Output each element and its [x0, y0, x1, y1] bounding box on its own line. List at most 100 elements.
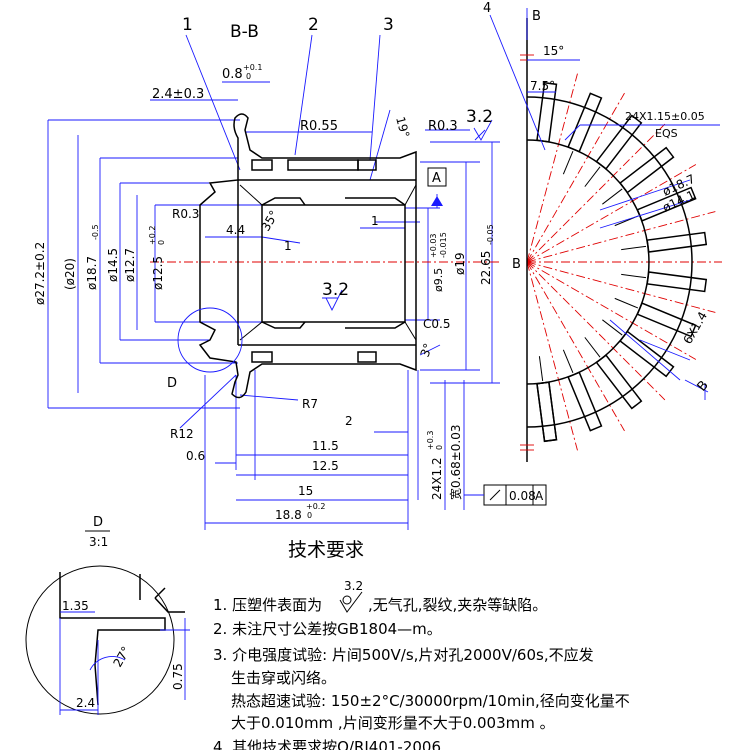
- detail-circle: [25, 565, 175, 715]
- detail-d-callout-circle: [177, 307, 243, 373]
- dim-d125-tol: +0.2: [148, 226, 157, 245]
- balloon-2: 2: [308, 15, 319, 35]
- rotor-eqs-1: 24X1.15±0.05: [625, 110, 705, 123]
- rotor-slot-line: [538, 356, 544, 382]
- dim-angle-3: 3°: [418, 341, 436, 359]
- rotor-slot-line: [602, 188, 623, 205]
- dim-d187-tol: -0.5: [91, 224, 100, 240]
- dim-one-a: 1: [284, 239, 292, 253]
- dim-d19: ø19: [453, 252, 467, 275]
- rough-value-top: 3.2: [466, 107, 493, 127]
- dim-18p8: 18.8: [275, 508, 302, 522]
- dim-2: 2: [345, 414, 353, 428]
- note-line-3b: 生击穿或闪络。: [231, 669, 336, 687]
- rotor-bar: [646, 231, 708, 253]
- rotor-bar: [567, 371, 603, 432]
- rotor-bar: [595, 354, 643, 410]
- dim-r12: R12: [170, 427, 194, 441]
- rotor-center-ray: [526, 164, 697, 263]
- dim-24x1p2-tol: +0.3: [426, 431, 435, 450]
- section-view-bb: B-B 1 2 3 4 0.8 +0.1 0 2.4±0.3 R0.55 R0.…: [33, 1, 547, 530]
- dim-11p5: 11.5: [312, 439, 339, 453]
- dim-r7: R7: [302, 397, 318, 411]
- rotor-slot-line: [562, 349, 574, 374]
- dim-d2265-tol: -0.05: [486, 224, 495, 245]
- rotor-slot-line: [602, 319, 623, 336]
- dim-d95: ø9.5: [432, 268, 445, 292]
- dim-24x1p2-tol2: 0: [435, 445, 444, 450]
- rotor-center-ray: [526, 261, 578, 451]
- dim-18p8-tol2: 0: [307, 511, 312, 520]
- roughness-symbol-mid: [322, 289, 343, 312]
- datum-a-box: [427, 167, 447, 187]
- dim-r03-top: R0.3: [428, 119, 458, 134]
- roughness-symbol-top: [473, 119, 493, 141]
- dim-c05: C0.5: [423, 317, 450, 331]
- rotor-angle-15: 15°: [543, 44, 564, 58]
- note-line-2: 2. 未注尺寸公差按GB1804—m。: [213, 620, 442, 638]
- dim-d145: ø14.5: [106, 248, 120, 282]
- end-view-rotor: 15° 7.5° 24X1.15±0.05 EQS ø18.7 ø14.1 6X…: [489, 8, 722, 462]
- balloon-1: 1: [182, 15, 193, 35]
- detail-d24: 2.4: [76, 696, 95, 710]
- rotor-center-ray: [526, 92, 625, 263]
- rotor-center-rays: [526, 73, 722, 451]
- dim-d272: ø27.2±0.2: [33, 242, 47, 305]
- rotor-center-ray: [526, 261, 625, 432]
- note-line-1b: ,无气孔,裂纹,夹杂等缺陷。: [368, 596, 547, 614]
- technical-requirements: 技术要求 1. 压塑件表面为 3.2 ,无气孔,裂纹,夹杂等缺陷。 2. 未注尺…: [213, 539, 630, 750]
- dim-15: 15: [298, 484, 313, 498]
- balloon-3: 3: [383, 15, 394, 35]
- note-roughness-symbol: [339, 591, 363, 613]
- rotor-center-ray: [526, 211, 716, 263]
- dim-0p8-tol2: 0: [246, 72, 251, 81]
- dim-2p4: 2.4±0.3: [152, 87, 204, 102]
- detail-d135: 1.35: [62, 599, 89, 613]
- rotor-slot-line: [584, 166, 601, 187]
- rotor-6x1p4: 6X1.4: [680, 309, 710, 346]
- note-line-4a: 热态超速试验: 150±2°C/30000rpm/10min,径向变化量不: [231, 692, 630, 710]
- fcf-value: 0.08: [509, 489, 536, 503]
- rotor-inner-arc: [526, 139, 650, 385]
- rotor-label-b-bottom: B: [695, 378, 712, 394]
- feature-control-frame: [464, 484, 547, 506]
- detail-d-label: D: [167, 376, 177, 391]
- datum-triangle: [431, 196, 443, 206]
- fcf-datum: A: [535, 489, 544, 503]
- detail-view-d: D 3:1 1.35 27° 0.75 2.4: [25, 515, 190, 715]
- rotor-bar: [567, 92, 603, 153]
- dim-width-068: 宽0.68±0.03: [448, 425, 463, 501]
- rotor-bar: [536, 381, 558, 443]
- dim-0p8-tol: +0.1: [243, 63, 262, 72]
- note-rough-value: 3.2: [344, 579, 363, 593]
- rotor-bar: [536, 381, 558, 443]
- rotor-slot-line: [562, 150, 574, 175]
- rotor-slot-line: [621, 273, 647, 279]
- detail-scale: 3:1: [89, 535, 108, 549]
- dim-d125-tol2: 0: [157, 240, 166, 245]
- rotor-eqs-2: EQS: [655, 127, 678, 140]
- dim-24x1p2: 24X1.2: [430, 457, 444, 500]
- dim-0p8: 0.8: [222, 67, 243, 82]
- rotor-center-ray: [526, 73, 578, 263]
- dim-d20: (ø20): [63, 258, 77, 290]
- dim-r055: R0.55: [300, 119, 338, 134]
- dim-r03-left: R0.3: [172, 207, 199, 221]
- note-line-5: 4. 其他技术要求按Q/RJ401-2006: [213, 738, 441, 750]
- rotor-bar: [619, 330, 675, 378]
- dimension-lines: [47, 34, 500, 530]
- rotor-label-b-center: B: [512, 257, 521, 272]
- dim-d187: ø18.7: [85, 256, 99, 290]
- rotor-center-ray: [526, 261, 716, 313]
- dim-d95-tol2: -0.015: [439, 232, 448, 258]
- dim-d95-tol: +0.03: [429, 233, 438, 258]
- notes-heading: 技术要求: [288, 539, 364, 561]
- dim-4p4: 4.4: [226, 223, 245, 237]
- rough-value-mid: 3.2: [322, 280, 349, 300]
- rotor-outer-arc: [526, 96, 693, 428]
- rotor-bar: [646, 271, 708, 293]
- rotor-center-ray: [526, 261, 697, 360]
- detail-d075: 0.75: [171, 663, 185, 690]
- section-title: B-B: [230, 22, 259, 42]
